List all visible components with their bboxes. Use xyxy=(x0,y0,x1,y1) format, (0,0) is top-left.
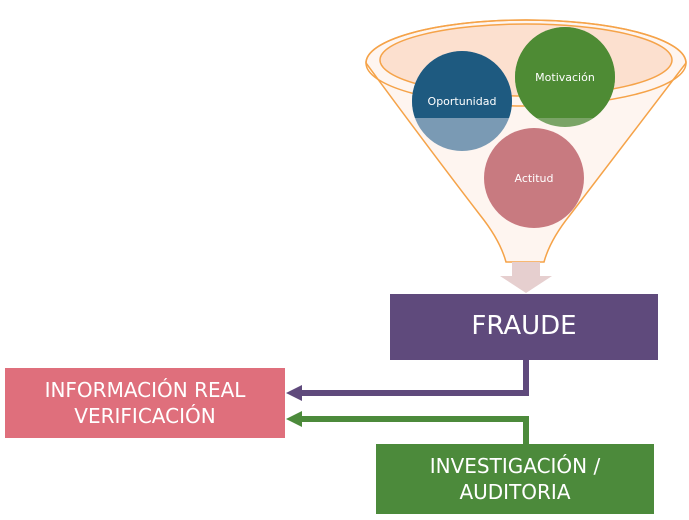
informacion-line-1: INFORMACIÓN REAL xyxy=(44,378,246,402)
purple-arrowhead xyxy=(286,385,302,401)
purple-connector xyxy=(300,360,529,396)
investigacion-line-1: INVESTIGACIÓN / xyxy=(429,454,601,478)
green-connector xyxy=(300,416,529,444)
actitud-circle xyxy=(484,128,584,228)
fraude-label: FRAUDE xyxy=(471,311,577,342)
down-arrow xyxy=(500,262,552,293)
investigacion-line-2: AUDITORIA xyxy=(459,480,571,504)
motivacion-label: Motivación xyxy=(535,71,595,84)
investigacion-box: INVESTIGACIÓN / AUDITORIA xyxy=(376,444,654,514)
oportunidad-label: Oportunidad xyxy=(428,95,497,108)
actitud-label: Actitud xyxy=(514,172,553,185)
informacion-box: INFORMACIÓN REAL VERIFICACIÓN xyxy=(5,368,285,438)
informacion-line-2: VERIFICACIÓN xyxy=(74,404,216,428)
green-arrowhead xyxy=(286,411,302,427)
fraude-box: FRAUDE xyxy=(390,294,658,360)
